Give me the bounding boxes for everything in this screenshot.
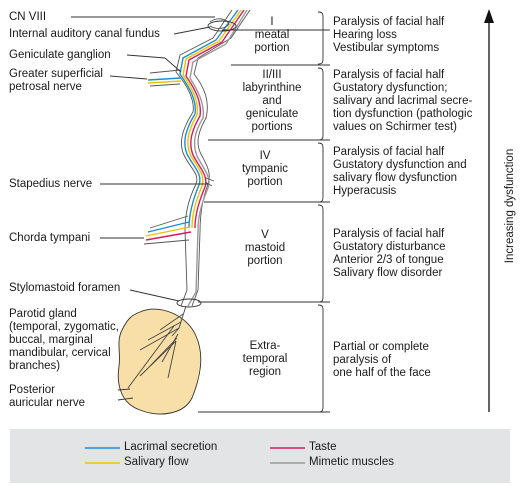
symptom-line: salivary flow dysfunction [333,172,457,184]
symptom-line: Paralysis of facial half [333,146,445,158]
legend-label-lacrimal: Lacrimal secretion [124,441,218,453]
cn8-label: CN VIII [9,11,47,23]
portion-line: portion [247,176,283,188]
portion-line: V [261,229,269,241]
chorda-outline [143,215,190,245]
dysfunction-arrow [484,9,494,412]
legend-label-taste: Taste [309,441,337,453]
symptoms-tympanic: Paralysis of facial half Gustatory dysfu… [333,146,467,198]
symptom-line: values on Schirmer test) [333,121,457,133]
portion-tympanic: IV tympanic portion [222,150,308,189]
symptom-line: Anterior 2/3 of tongue [333,254,444,266]
portion-line: tympanic [241,163,289,175]
portion-line: labyrinthine [242,82,302,94]
symptom-line: salivary and lacrimal secre- [333,95,473,107]
portion-line: meatal [254,29,290,41]
stylomastoid-label: Stylomastoid foramen [9,282,121,294]
symptoms-meatal: Paralysis of facial half Hearing loss Ve… [333,16,444,55]
chorda-fiber-lacrimal [147,221,190,233]
symptom-line: Vestibular symptoms [333,42,440,54]
fiber-salivary [182,9,242,229]
symptom-brackets [317,11,324,413]
leader-lines [71,16,215,401]
parotid-label-line4: mandibular, cervical [9,347,111,359]
symptom-line: Partial or complete [333,341,429,353]
cn8-branch [209,18,230,29]
symptom-line: Salivary flow disorder [333,267,443,279]
portion-line: temporal [242,353,288,365]
stapedius-branch [204,177,215,187]
symptom-line: Gustatory dysfunction and [333,159,467,171]
chorda-fiber-salivary [145,226,191,237]
stapedius-label: Stapedius nerve [9,178,93,190]
stylomastoid-foramen [176,298,202,308]
chorda-label: Chorda tympani [9,232,91,244]
chorda-fiber-taste [145,231,192,241]
fiber-mimetic [187,9,248,307]
symptom-line: paralysis of [333,354,392,366]
axis-label-increasing-dysfunction: Increasing dysfunction [504,148,516,264]
portion-line: and [262,95,282,107]
legend-label-salivary: Salivary flow [124,456,189,468]
portion-line: portion [254,42,290,54]
portion-extratemporal: Extra- temporal region [222,340,308,379]
portion-line: Extra- [249,340,281,352]
region-separators [198,29,330,413]
symptom-line: Hearing loss [333,29,397,41]
extratemporal-branches [127,305,187,389]
portion-line: II/III [262,69,282,81]
portion-meatal: I meatal portion [230,16,314,55]
symptoms-labyrinthine: Paralysis of facial half Gustatory dysfu… [333,69,472,134]
symptoms-extratemporal: Partial or complete paralysis of one hal… [333,341,431,380]
fiber-taste [185,9,245,229]
legend-label-mimetic: Mimetic muscles [309,456,394,468]
symptom-line: Gustatory dysfunction; [333,82,448,94]
parotid-label-line3: buccal, marginal [9,334,93,346]
nerve-outline-left [175,9,233,307]
symptom-line: tion dysfunction (pathologic [333,108,473,120]
portion-mastoid: V mastoid portion [222,229,308,268]
gsp-label-line1: Greater superficial [9,68,103,80]
portion-line: portion [247,255,283,267]
portion-labyrinthine: II/III labyrinthine and geniculate porti… [230,69,314,134]
parotid-label-line2: (temporal, zygomatic, [9,321,119,333]
fiber-lacrimal [179,9,239,229]
parotid-label-line1: Parotid gland [9,308,77,320]
fundus-marker [207,20,237,32]
portion-line: portions [251,121,293,133]
symptom-line: Hyperacusis [333,185,397,197]
legend-swatches [85,447,305,464]
posterior-label-line1: Posterior [9,384,56,396]
symptom-line: Gustatory disturbance [333,241,446,253]
parotid-label-line5: branches) [9,360,61,372]
portion-line: region [249,366,281,378]
symptom-line: Paralysis of facial half [333,16,445,28]
parotid-gland [117,308,202,415]
portion-line: I [270,16,274,28]
symptom-line: one half of the face [333,367,431,379]
gsp-label-line2: petrosal nerve [9,81,82,93]
gsp-branch-outline [149,69,181,87]
fundus-label: Internal auditory canal fundus [9,28,160,40]
symptoms-mastoid: Paralysis of facial half Gustatory distu… [333,228,446,280]
gsp-fiber-salivary [147,80,182,84]
symptom-line: Paralysis of facial half [333,228,445,240]
posterior-label-line2: auricular nerve [9,397,86,409]
symptom-line: Paralysis of facial half [333,69,445,81]
legend: Lacrimal secretion Taste Salivary flow M… [10,429,510,483]
gsp-fiber-lacrimal [147,77,182,81]
portion-line: mastoid [244,242,286,254]
portion-line: IV [259,150,271,162]
portion-line: geniculate [245,108,299,120]
geniculate-label: Geniculate ganglion [9,49,111,61]
